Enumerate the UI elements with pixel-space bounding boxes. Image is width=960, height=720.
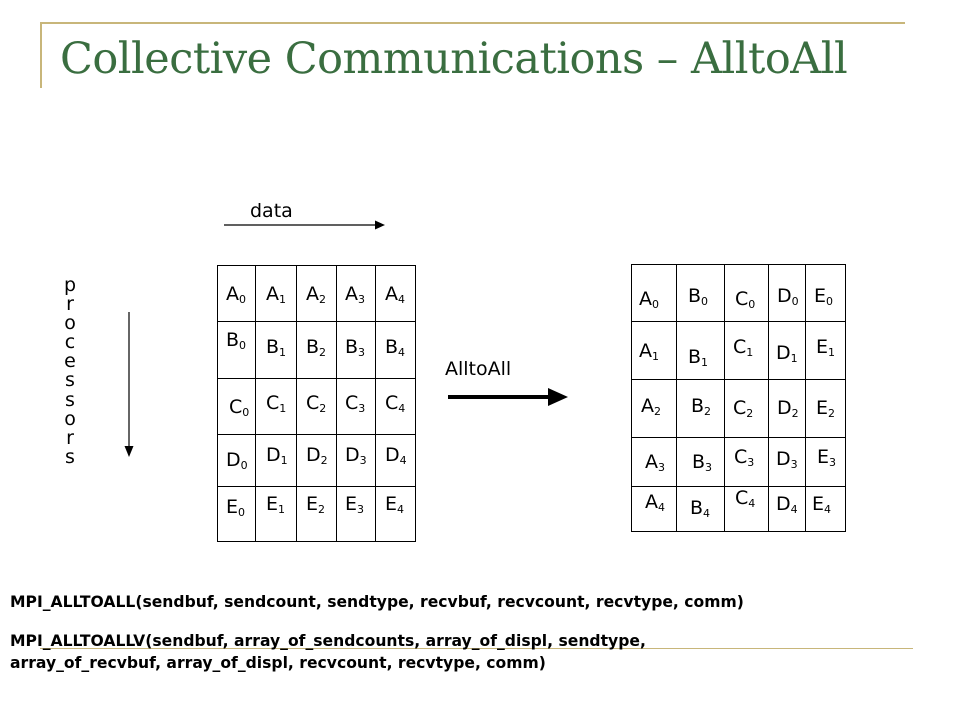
grid-line <box>805 264 806 532</box>
buffer-cell: D2 <box>777 397 799 420</box>
buffer-cell: E4 <box>385 493 405 516</box>
grid-line <box>217 265 218 542</box>
grid-line <box>217 486 416 487</box>
buffer-cell: A4 <box>645 491 665 514</box>
buffer-cell: C2 <box>306 392 327 415</box>
buffer-cell: A1 <box>639 340 659 363</box>
buffer-cell: D1 <box>776 342 798 365</box>
mpi-alltoall-signature: MPI_ALLTOALL(sendbuf, sendcount, sendtyp… <box>10 593 744 611</box>
buffer-cell: C0 <box>735 288 756 311</box>
buffer-cell: B3 <box>345 336 366 359</box>
buffer-cell: E1 <box>816 336 836 359</box>
buffer-cell: A0 <box>226 283 246 306</box>
buffer-cell: D4 <box>776 493 798 516</box>
buffer-cell: E3 <box>817 446 837 469</box>
buffer-cell: E4 <box>812 493 832 516</box>
buffer-cell: A4 <box>385 283 405 306</box>
buffer-cell: C2 <box>733 397 754 420</box>
buffer-cell: C4 <box>385 392 406 415</box>
buffer-cell: D2 <box>306 444 328 467</box>
grid-line <box>217 541 416 542</box>
grid-line <box>631 379 846 380</box>
grid-line <box>375 265 376 542</box>
buffer-cell: E0 <box>226 496 246 519</box>
grid-line <box>631 486 846 487</box>
buffer-cell: B2 <box>691 395 712 418</box>
buffer-cell: C3 <box>734 446 755 469</box>
grid-line <box>415 265 416 542</box>
buffer-cell: D0 <box>226 449 248 472</box>
grid-line <box>631 437 846 438</box>
buffer-cell: A2 <box>306 283 326 306</box>
buffer-cell: B1 <box>688 346 709 369</box>
grid-line <box>255 265 256 542</box>
grid-line <box>631 321 846 322</box>
grid-line <box>724 264 725 532</box>
buffer-cell: B2 <box>306 336 327 359</box>
buffer-cell: D4 <box>385 444 407 467</box>
buffer-cell: C3 <box>345 392 366 415</box>
grid-line <box>217 265 416 266</box>
buffer-cell: D0 <box>777 285 799 308</box>
processors-arrow <box>124 312 134 457</box>
buffer-cell: A2 <box>641 395 661 418</box>
buffer-cell: A1 <box>266 283 286 306</box>
frame-bottom-line <box>40 648 913 649</box>
frame-top-line <box>40 22 905 24</box>
data-axis-label: data <box>250 200 293 222</box>
buffer-cell: E3 <box>345 493 365 516</box>
buffer-cell: A3 <box>345 283 365 306</box>
buffer-cell: D1 <box>266 444 288 467</box>
buffer-cell: B4 <box>690 497 711 520</box>
buffer-cell: D3 <box>345 444 367 467</box>
grid-line <box>768 264 769 532</box>
grid-line <box>336 265 337 542</box>
grid-line <box>217 321 416 322</box>
buffer-cell: C4 <box>735 487 756 510</box>
buffer-cell: E0 <box>814 285 834 308</box>
buffer-cell: B3 <box>692 451 713 474</box>
grid-line <box>217 434 416 435</box>
frame-left-line <box>40 22 42 88</box>
buffer-cell: A0 <box>639 288 659 311</box>
buffer-cell: E2 <box>816 397 836 420</box>
buffer-cell: C1 <box>733 336 754 359</box>
grid-line <box>631 264 846 265</box>
buffer-cell: E1 <box>266 493 286 516</box>
alltoall-operation-label: AlltoAll <box>445 358 512 380</box>
slide-title: Collective Communications – AlltoAll <box>60 34 848 84</box>
mpi-alltoallv-signature-line1: MPI_ALLTOALLV(sendbuf, array_of_sendcoun… <box>10 632 646 650</box>
buffer-cell: E2 <box>306 493 326 516</box>
grid-line <box>631 531 846 532</box>
grid-line <box>631 264 632 532</box>
buffer-cell: B0 <box>226 329 247 352</box>
grid-line <box>296 265 297 542</box>
grid-line <box>845 264 846 532</box>
buffer-cell: A3 <box>645 451 665 474</box>
buffer-cell: C1 <box>266 392 287 415</box>
mpi-alltoallv-signature-line2: array_of_recvbuf, array_of_displ, recvco… <box>10 654 546 672</box>
buffer-cell: B0 <box>688 285 709 308</box>
buffer-cell: C0 <box>229 396 250 419</box>
grid-line <box>217 378 416 379</box>
buffer-cell: B1 <box>266 336 287 359</box>
grid-line <box>676 264 677 532</box>
alltoall-arrow <box>448 388 568 406</box>
buffer-cell: D3 <box>776 448 798 471</box>
buffer-cell: B4 <box>385 336 406 359</box>
data-arrow <box>224 220 385 230</box>
